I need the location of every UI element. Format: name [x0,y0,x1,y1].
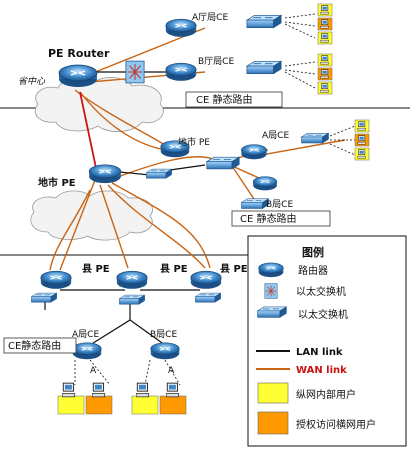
legend-ethernet-switch-star-icon [264,283,278,299]
county-user-group-a [57,382,113,415]
city-ce-b-label: B局CE [266,199,293,210]
city-ce-a-router-icon [240,144,268,160]
city-switch-2-icon [206,156,240,170]
top-user-group-b [317,53,333,95]
legend-label-authorized-user: 授权访问横网用户 [296,418,376,431]
county-pe-1-router-icon [40,270,72,290]
county-ce-b-router-icon [150,342,180,360]
cloud-city [30,190,153,241]
county-switch-3-icon [195,292,221,303]
city-switch-icon [146,168,172,179]
core-link [79,91,97,169]
ethernet-switch-star-icon [125,60,145,84]
legend: 图例 路由器 以太交换机 以太交换机 LAN link WAN link 纵网内… [247,235,407,447]
ce-b-switch-icon [246,60,282,75]
legend-ethernet-switch-icon [257,306,287,318]
legend-label-star-switch: 以太交换机 [296,285,346,298]
county-pe-3-router-icon [190,270,222,290]
top-user-group-a [317,3,333,45]
county-user-a-label-1: A [90,366,97,376]
city-user-group [354,119,370,161]
legend-label-lan: LAN link [296,347,343,358]
city-pe-label: 地市 PE [38,176,76,189]
city-ce-mid-router-icon [252,176,278,191]
county-ce-a-label: A局CE [72,329,99,340]
county-switch-2-icon [119,294,145,305]
county-static-route-label: CE静态路由 [8,339,61,352]
legend-label-wan: WAN link [296,365,347,376]
city-pe-top-label: 地市 PE [178,136,210,148]
county-switch-1-icon [31,292,57,303]
city-static-route-box [231,210,331,227]
lan-links [44,71,206,346]
county-pe-2-router-icon [116,270,148,290]
province-center-label: 省中心 [18,76,46,87]
legend-label-internal-user: 纵网内部用户 [296,388,356,401]
top-static-route-label: CE 静态路由 [196,93,252,106]
county-static-route-box [3,337,77,354]
pe-router-icon [58,64,98,88]
county-ce-b-label: B局CE [150,329,177,340]
ce-a-label: A厅局CE [192,12,228,23]
county-pe-1-label: 县 PE [82,263,110,275]
legend-title: 图例 [302,245,324,259]
legend-label-router: 路由器 [298,264,328,277]
county-ce-a-router-icon [72,342,102,360]
city-ce-a-switch-icon [301,132,329,144]
city-static-route-label: CE 静态路由 [240,212,296,225]
city-ce-b-switch-icon [241,198,269,209]
county-pe-2-label: 县 PE [160,263,188,275]
ce-b-router-icon [165,62,197,82]
city-ce-a-label: A局CE [262,130,289,141]
county-pe-3-label: 县 PE [220,263,248,275]
legend-yellow-user-box [257,382,289,404]
city-pe-router-icon [88,164,122,184]
county-user-a-label-2: A [168,366,175,376]
legend-router-icon [258,262,284,278]
pe-router-label: PE Router [48,47,110,60]
ce-a-switch-icon [246,14,282,29]
legend-orange-user-box [257,411,289,435]
county-user-group-b [131,382,187,415]
pc-dashed-links [74,13,356,386]
top-static-route-box [185,91,283,108]
legend-label-switch: 以太交换机 [298,308,348,321]
cloud-province [34,77,164,132]
ce-b-label: B厅局CE [198,56,234,67]
